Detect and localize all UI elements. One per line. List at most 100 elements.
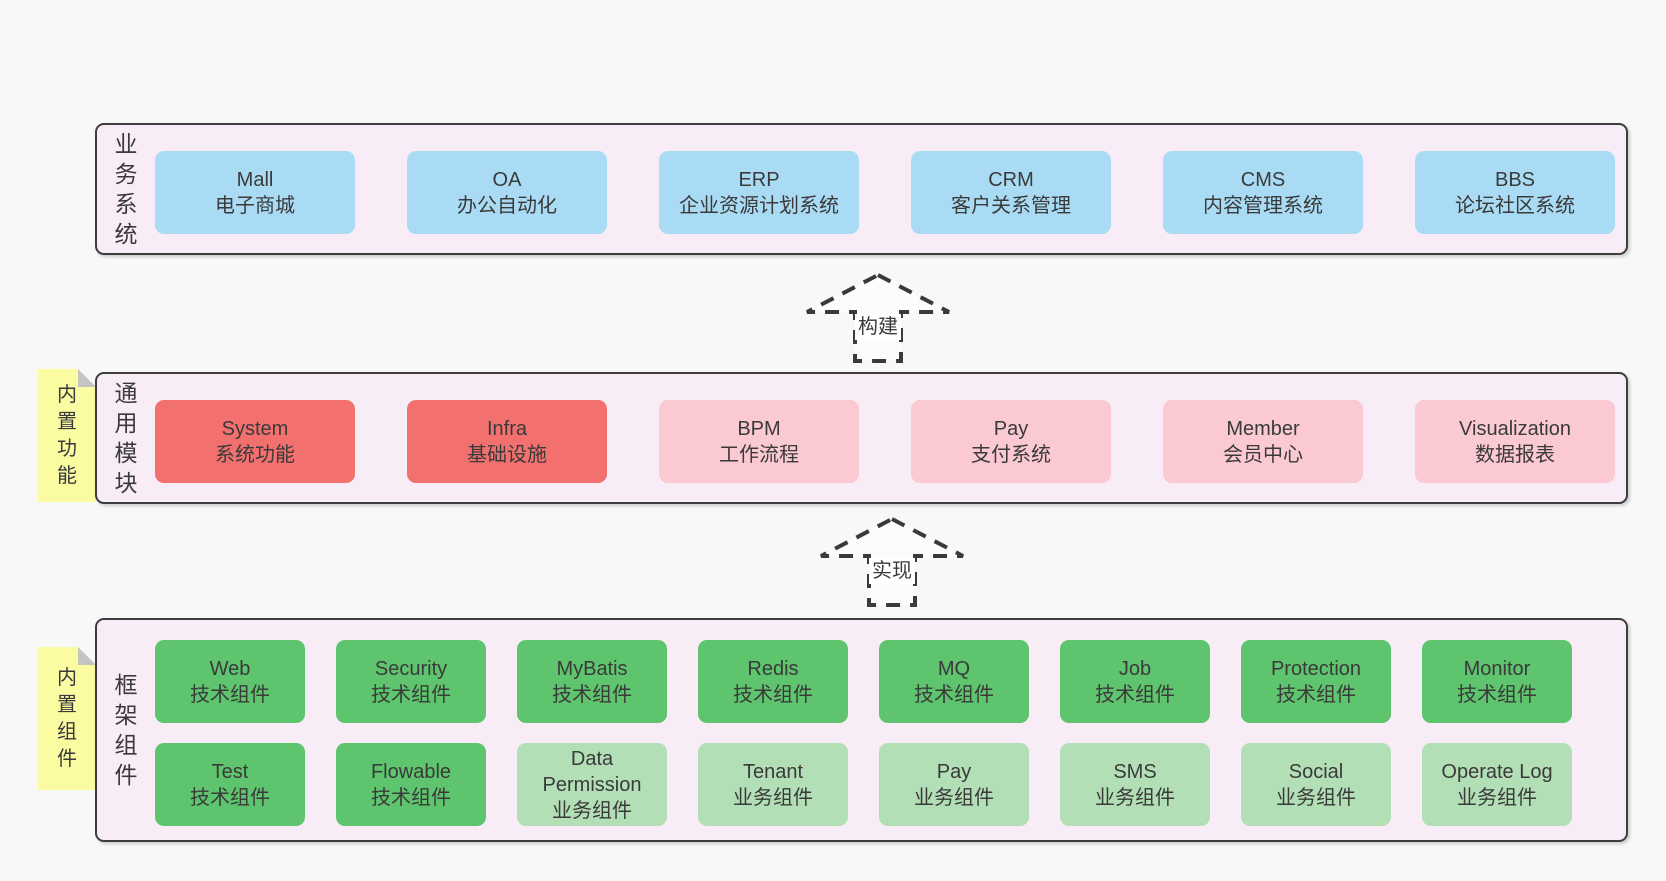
box-subtitle: 技术组件 <box>1095 683 1175 706</box>
module-box-bpm: BPM 工作流程 <box>659 400 859 483</box>
box-title: MQ <box>937 657 971 680</box>
box-subtitle: 技术组件 <box>371 683 451 706</box>
component-box-sms: SMS 业务组件 <box>1060 743 1210 826</box>
component-box-operate-log: Operate Log 业务组件 <box>1422 743 1572 826</box>
box-subtitle: 论坛社区系统 <box>1455 194 1575 217</box>
component-box-social: Social 业务组件 <box>1241 743 1391 826</box>
system-box-erp: ERP 企业资源计划系统 <box>659 151 859 234</box>
box-title: Member <box>1226 417 1300 440</box>
box-subtitle: 业务组件 <box>733 786 813 809</box>
component-box-web: Web 技术组件 <box>155 640 305 723</box>
box-title: Data Permission <box>542 747 642 796</box>
box-title: Pay <box>993 417 1029 440</box>
common-modules-label: 通用模块 <box>114 380 138 496</box>
box-subtitle: 工作流程 <box>719 443 799 466</box>
common-modules-row: System 系统功能 Infra 基础设施 BPM 工作流程 Pay 支付系统… <box>155 400 1615 483</box>
box-title: Job <box>1118 657 1152 680</box>
box-subtitle: 技术组件 <box>1457 683 1537 706</box>
box-title: Test <box>211 760 249 783</box>
built-in-components-sticky: 内置组件 <box>38 647 96 790</box>
box-title: Protection <box>1270 657 1362 680</box>
box-title: Monitor <box>1463 657 1531 680</box>
box-title: OA <box>492 168 522 191</box>
business-systems-row: Mall 电子商城 OA 办公自动化 ERP 企业资源计划系统 CRM 客户关系… <box>155 151 1615 234</box>
framework-components-panel: 框架组件 Web 技术组件 Security 技术组件 MyBatis 技术组件… <box>95 618 1628 842</box>
box-title: Social <box>1288 760 1344 783</box>
component-box-flowable: Flowable 技术组件 <box>336 743 486 826</box>
box-title: System <box>221 417 289 440</box>
box-subtitle: 技术组件 <box>190 786 270 809</box>
box-subtitle: 业务组件 <box>1457 786 1537 809</box>
framework-components-label: 框架组件 <box>114 672 138 788</box>
box-title: ERP <box>738 168 780 191</box>
components-row-1: Web 技术组件 Security 技术组件 MyBatis 技术组件 Redi… <box>155 640 1572 723</box>
component-box-mq: MQ 技术组件 <box>879 640 1029 723</box>
box-title: CMS <box>1240 168 1286 191</box>
box-subtitle: 基础设施 <box>467 443 547 466</box>
box-title: Visualization <box>1459 417 1571 440</box>
box-subtitle: 业务组件 <box>1276 786 1356 809</box>
components-row-2: Test 技术组件 Flowable 技术组件 Data Permission … <box>155 743 1572 826</box>
component-box-job: Job 技术组件 <box>1060 640 1210 723</box>
box-subtitle: 内容管理系统 <box>1203 194 1323 217</box>
system-box-cms: CMS 内容管理系统 <box>1163 151 1363 234</box>
implement-arrow: 实现 <box>818 516 966 608</box>
system-box-oa: OA 办公自动化 <box>407 151 607 234</box>
box-subtitle: 技术组件 <box>552 683 632 706</box>
box-subtitle: 技术组件 <box>1276 683 1356 706</box>
common-modules-panel: 通用模块 System 系统功能 Infra 基础设施 BPM 工作流程 Pay… <box>95 372 1628 504</box>
built-in-components-label: 内置组件 <box>57 666 77 770</box>
built-in-functions-label: 内置功能 <box>57 383 77 487</box>
box-subtitle: 办公自动化 <box>457 194 557 217</box>
box-title: BBS <box>1494 168 1536 191</box>
module-box-member: Member 会员中心 <box>1163 400 1363 483</box>
box-subtitle: 客户关系管理 <box>951 194 1071 217</box>
box-title: BPM <box>737 417 781 440</box>
implement-arrow-label: 实现 <box>869 558 915 584</box>
box-title: MyBatis <box>556 657 628 680</box>
box-subtitle: 数据报表 <box>1475 443 1555 466</box>
module-box-visualization: Visualization 数据报表 <box>1415 400 1615 483</box>
business-systems-panel: 业务系统 Mall 电子商城 OA 办公自动化 ERP 企业资源计划系统 CRM… <box>95 123 1628 255</box>
business-systems-label: 业务系统 <box>114 131 138 247</box>
component-box-mybatis: MyBatis 技术组件 <box>517 640 667 723</box>
box-title: Mall <box>236 168 274 191</box>
box-subtitle: 技术组件 <box>190 683 270 706</box>
box-subtitle: 企业资源计划系统 <box>679 194 839 217</box>
system-box-mall: Mall 电子商城 <box>155 151 355 234</box>
box-title: SMS <box>1113 760 1157 783</box>
component-box-protection: Protection 技术组件 <box>1241 640 1391 723</box>
box-subtitle: 业务组件 <box>552 799 632 822</box>
module-box-infra: Infra 基础设施 <box>407 400 607 483</box>
component-box-tenant: Tenant 业务组件 <box>698 743 848 826</box>
system-box-crm: CRM 客户关系管理 <box>911 151 1111 234</box>
component-box-data-permission: Data Permission 业务组件 <box>517 743 667 826</box>
box-subtitle: 支付系统 <box>971 443 1051 466</box>
box-subtitle: 电子商城 <box>215 194 295 217</box>
box-subtitle: 技术组件 <box>371 786 451 809</box>
built-in-functions-sticky: 内置功能 <box>38 369 96 502</box>
box-subtitle: 业务组件 <box>914 786 994 809</box>
box-title: Infra <box>486 417 528 440</box>
box-subtitle: 会员中心 <box>1223 443 1303 466</box>
build-arrow-label: 构建 <box>855 314 901 340</box>
component-box-redis: Redis 技术组件 <box>698 640 848 723</box>
component-box-test: Test 技术组件 <box>155 743 305 826</box>
box-subtitle: 系统功能 <box>215 443 295 466</box>
box-subtitle: 技术组件 <box>914 683 994 706</box>
box-title: Redis <box>747 657 799 680</box>
component-box-security: Security 技术组件 <box>336 640 486 723</box>
box-title: Security <box>374 657 448 680</box>
component-box-monitor: Monitor 技术组件 <box>1422 640 1572 723</box>
box-title: Web <box>209 657 251 680</box>
box-title: Tenant <box>742 760 804 783</box>
build-arrow: 构建 <box>804 272 952 364</box>
box-title: CRM <box>988 168 1034 191</box>
box-subtitle: 技术组件 <box>733 683 813 706</box>
module-box-pay: Pay 支付系统 <box>911 400 1111 483</box>
box-title: Flowable <box>370 760 452 783</box>
module-box-system: System 系统功能 <box>155 400 355 483</box>
box-title: Operate Log <box>1441 760 1553 783</box>
component-box-pay: Pay 业务组件 <box>879 743 1029 826</box>
box-title: Pay <box>936 760 972 783</box>
